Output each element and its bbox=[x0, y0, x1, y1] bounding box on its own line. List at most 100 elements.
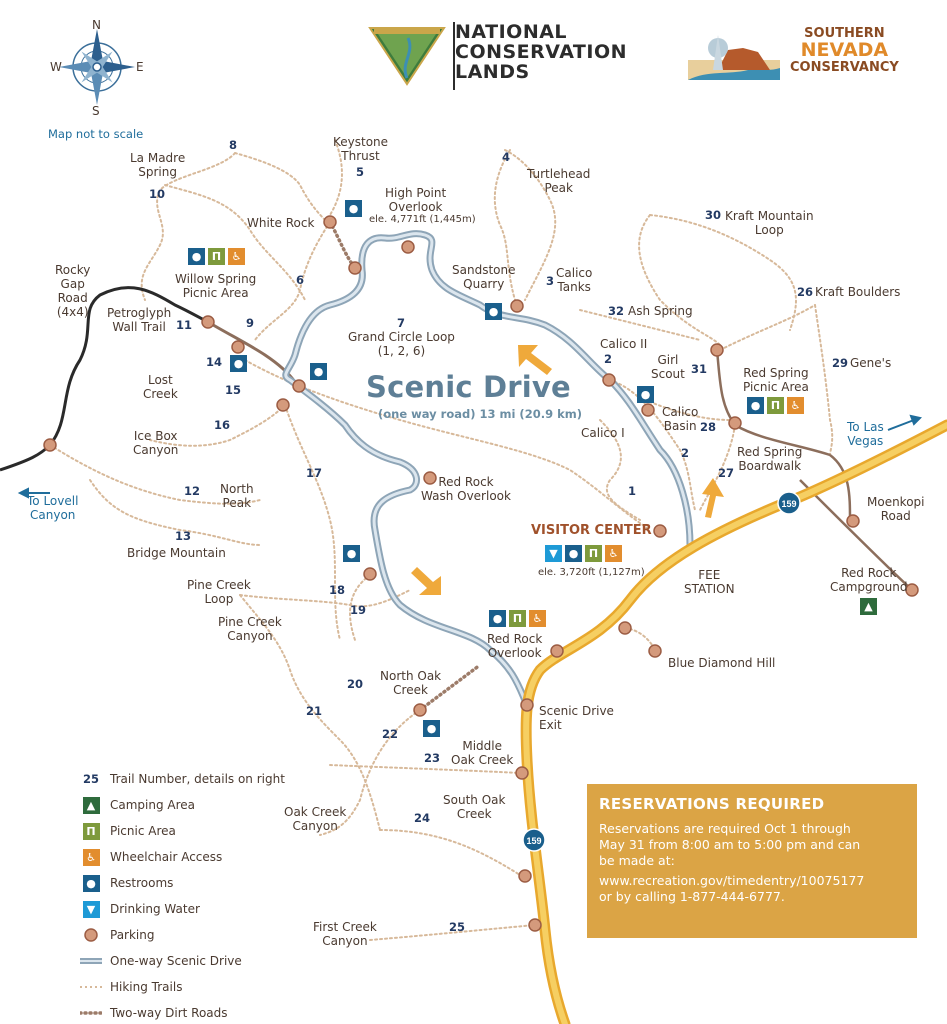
legend-text: Hiking Trails bbox=[110, 980, 183, 994]
wheelchair-icon: ♿ bbox=[82, 848, 100, 866]
reservations-phone[interactable]: or by calling 1-877-444-6777. bbox=[599, 889, 785, 904]
compass-w: W bbox=[50, 60, 62, 74]
legend-text: One-way Scenic Drive bbox=[110, 954, 242, 968]
compass-rose-icon bbox=[59, 29, 135, 105]
trail-number: 25 bbox=[449, 920, 466, 934]
parking-icon bbox=[84, 928, 98, 942]
trail-number: 5 bbox=[356, 165, 365, 179]
label-willow-spring: Willow Spring Picnic Area bbox=[175, 272, 257, 300]
svg-text:159: 159 bbox=[526, 836, 541, 846]
trail-path bbox=[649, 214, 797, 331]
compass-s: S bbox=[92, 104, 100, 118]
label-high-point-overlook: High Point Overlook bbox=[385, 186, 447, 214]
picnic-icon: Π bbox=[208, 248, 225, 265]
label-ice-box-canyon: Ice Box Canyon bbox=[133, 429, 179, 457]
compass-n: N bbox=[92, 18, 101, 32]
trail-number: 23 bbox=[424, 751, 441, 765]
trail-number: 10 bbox=[149, 187, 166, 201]
legend-row-dirt-roads: Two-way Dirt Roads bbox=[80, 1000, 300, 1024]
reservations-url[interactable]: www.recreation.gov/timedentry/10075177 bbox=[599, 873, 865, 888]
trail-path bbox=[329, 764, 521, 774]
label-red-rock-overlook: Red Rock Overlook bbox=[487, 632, 543, 660]
trail-number: 15 bbox=[225, 383, 242, 397]
ncl-line2: CONSERVATION bbox=[455, 41, 628, 63]
drinking-water-icon: ▼ bbox=[545, 545, 562, 562]
legend-text: Two-way Dirt Roads bbox=[110, 1006, 228, 1020]
trail-number: 18 bbox=[329, 583, 346, 597]
parking-icon bbox=[846, 514, 860, 528]
trail-number: 27 bbox=[718, 466, 735, 480]
ncl-line3: LANDS bbox=[455, 61, 530, 83]
scenic-drive-inner bbox=[284, 232, 692, 707]
label-south-oak-creek: South Oak Creek bbox=[443, 793, 506, 821]
label-bridge-mountain: Bridge Mountain bbox=[127, 546, 226, 560]
restroom-icon: ● bbox=[485, 303, 502, 320]
trail-number: 2 bbox=[604, 352, 613, 366]
parking-icon bbox=[641, 403, 655, 417]
label-visitor-elevation: ele. 3,720ft (1,127m) bbox=[538, 567, 645, 578]
label-calico-ii: Calico II bbox=[600, 337, 648, 351]
reservations-title: RESERVATIONS REQUIRED bbox=[599, 795, 825, 813]
label-pine-creek-loop: Pine Creek Loop bbox=[187, 578, 251, 606]
hiking-trail-icon bbox=[80, 986, 102, 988]
label-pine-creek-canyon: Pine Creek Canyon bbox=[218, 615, 282, 643]
label-middle-oak-creek: Middle Oak Creek bbox=[451, 739, 514, 767]
trail-path bbox=[234, 152, 331, 226]
parking-icon bbox=[515, 766, 529, 780]
label-la-madre-spring: La Madre Spring bbox=[130, 151, 186, 179]
snc-line3: CONSERVANCY bbox=[790, 60, 899, 75]
trail-number: 16 bbox=[214, 418, 231, 432]
ncl-logo-text: NATIONAL CONSERVATION LANDS bbox=[455, 22, 627, 82]
trail-path bbox=[329, 139, 343, 216]
parking-icon bbox=[510, 299, 524, 313]
label-blue-diamond-hill: Blue Diamond Hill bbox=[668, 656, 776, 670]
parking-icon bbox=[528, 918, 542, 932]
label-north-peak: North Peak bbox=[220, 482, 254, 510]
label-oak-creek-canyon: Oak Creek Canyon bbox=[284, 805, 347, 833]
restroom-icon: ● bbox=[565, 545, 582, 562]
picnic-icon: Π bbox=[767, 397, 784, 414]
svg-text:159: 159 bbox=[781, 499, 796, 509]
legend-row-trail-number: 25 Trail Number, details on right bbox=[80, 766, 300, 792]
trail-number: 12 bbox=[184, 484, 201, 498]
sandstone-amenities: ● bbox=[485, 303, 502, 320]
picnic-icon: Π bbox=[509, 610, 526, 627]
ncl-line1: NATIONAL bbox=[455, 21, 568, 43]
parking-spots bbox=[43, 215, 919, 932]
restroom-icon: ● bbox=[82, 874, 100, 892]
label-calico-i: Calico I bbox=[581, 426, 625, 440]
drinking-water-icon: ▼ bbox=[82, 900, 100, 918]
label-first-creek-canyon: First Creek Canyon bbox=[313, 920, 377, 948]
label-red-spring-boardwalk: Red Spring Boardwalk bbox=[737, 445, 803, 473]
trail-path bbox=[644, 399, 731, 421]
willow-spring-amenities: ● Π ♿ bbox=[188, 248, 245, 265]
parking-icon bbox=[520, 698, 534, 712]
arrow-icon bbox=[702, 478, 724, 518]
trail-number: 3 bbox=[546, 274, 555, 288]
campground-amenities: ▲ bbox=[860, 598, 877, 615]
visitor-center-amenities: ▼ ● Π ♿ bbox=[545, 545, 622, 562]
trail-number: 21 bbox=[306, 704, 323, 718]
dirt-road-icon bbox=[80, 1011, 102, 1015]
scenic-drive-title: Scenic Drive bbox=[366, 370, 571, 404]
map-scale-note: Map not to scale bbox=[48, 127, 144, 141]
trail-path bbox=[89, 479, 261, 546]
label-fee-station: FEE STATION bbox=[684, 568, 735, 596]
camping-icon: ▲ bbox=[82, 796, 100, 814]
trail-path bbox=[504, 149, 557, 301]
restroom-icon: ● bbox=[343, 545, 360, 562]
legend-text: Wheelchair Access bbox=[110, 850, 223, 864]
trail-path bbox=[493, 149, 516, 301]
trail-path bbox=[609, 379, 696, 511]
highway-shield-159-north: 159 bbox=[777, 491, 801, 515]
snc-logo-text: SOUTHERN NEVADA CONSERVANCY bbox=[790, 25, 899, 76]
trail-number: 22 bbox=[382, 727, 399, 741]
trail-number: 9 bbox=[246, 316, 255, 330]
trail-path bbox=[149, 404, 286, 447]
trail-number: 31 bbox=[691, 362, 708, 376]
snc-line1: SOUTHERN bbox=[804, 26, 885, 41]
restroom-icon: ● bbox=[310, 363, 327, 380]
label-turtlehead-peak: Turtlehead Peak bbox=[527, 167, 591, 195]
